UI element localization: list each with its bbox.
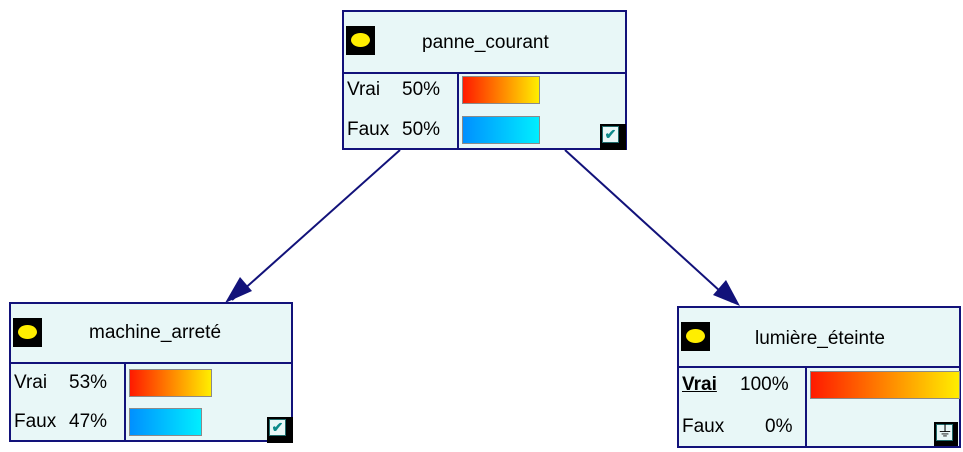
- state-name: Faux: [347, 119, 390, 140]
- state-row-faux[interactable]: Faux 0%: [679, 412, 959, 442]
- check-icon[interactable]: ✔: [267, 417, 293, 443]
- node-title: machine_arreté: [89, 322, 222, 343]
- node-body: Vrai 53% Faux 47%: [11, 364, 291, 440]
- ground-icon[interactable]: ⏚: [934, 422, 958, 446]
- probability-bar-faux: [462, 116, 540, 144]
- state-percent: 53%: [69, 372, 108, 393]
- probability-bar-vrai: [129, 369, 212, 397]
- check-icon[interactable]: ✔: [600, 124, 626, 150]
- node-title: lumière_éteinte: [755, 328, 885, 349]
- state-row-faux[interactable]: Faux 47%: [11, 407, 291, 437]
- edge-panne-to-machine: [231, 149, 401, 301]
- node-lumiere-eteinte[interactable]: lumière_éteinte Vrai 100% Faux 0%: [677, 306, 961, 448]
- state-name: Vrai: [14, 372, 48, 393]
- node-machine-arrete[interactable]: machine_arreté Vrai 53% Faux 47%: [9, 302, 293, 442]
- state-percent: 0%: [765, 416, 793, 437]
- oval-icon: [346, 26, 375, 55]
- state-row-faux[interactable]: Faux 50%: [344, 115, 625, 145]
- node-body: Vrai 100% Faux 0%: [679, 368, 960, 446]
- probability-bar-vrai: [462, 76, 540, 104]
- state-row-vrai[interactable]: Vrai 100%: [679, 370, 960, 400]
- state-column: [679, 368, 807, 446]
- state-name: Faux: [682, 416, 725, 437]
- oval-icon: [681, 322, 710, 351]
- state-percent: 50%: [402, 119, 441, 140]
- state-column: [11, 364, 126, 440]
- state-row-vrai[interactable]: Vrai 53%: [11, 368, 291, 398]
- node-title: panne_courant: [422, 32, 549, 53]
- state-column: [344, 72, 459, 148]
- state-row-vrai[interactable]: Vrai 50%: [344, 75, 625, 105]
- node-panne-courant[interactable]: panne_courant Vrai 50% Faux 50%: [342, 10, 627, 150]
- node-header: machine_arreté: [11, 304, 291, 364]
- state-name: Vrai: [347, 79, 381, 100]
- state-name: Vrai: [682, 374, 717, 395]
- probability-bar-vrai: [810, 371, 960, 399]
- probability-bar-faux: [129, 408, 203, 436]
- oval-icon: [13, 318, 42, 347]
- node-header: lumière_éteinte: [679, 308, 959, 368]
- state-percent: 50%: [402, 79, 441, 100]
- state-percent: 47%: [69, 411, 108, 432]
- state-percent: 100%: [740, 374, 789, 395]
- state-name: Faux: [14, 411, 57, 432]
- node-header: panne_courant: [344, 12, 625, 74]
- edge-panne-to-machine-arrowhead: [225, 277, 252, 303]
- node-body: Vrai 50% Faux 50%: [344, 72, 625, 148]
- edge-panne-to-lumiere-arrowhead: [713, 280, 740, 306]
- edge-panne-to-lumiere: [564, 149, 733, 303]
